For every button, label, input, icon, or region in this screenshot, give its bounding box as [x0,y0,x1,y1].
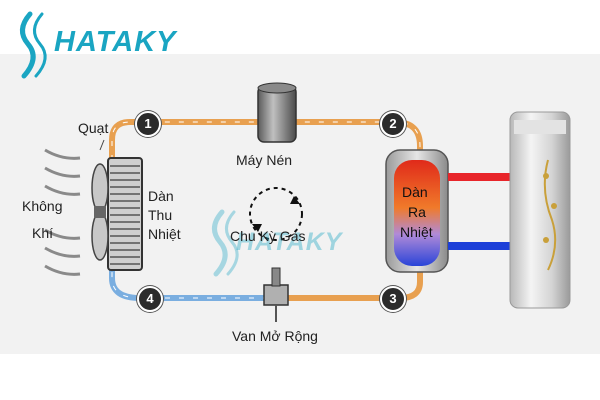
logo-icon [20,11,47,79]
brand-logo: HATAKY [54,26,177,58]
cold-pipe [109,268,268,301]
point-1: 1 [135,111,161,137]
watermark: HATAKY [236,228,343,256]
cycle-arrowheads [252,196,300,232]
air-label-line1: Không [22,198,63,214]
fan-icon [91,139,109,261]
point-4: 4 [137,286,163,312]
evaporator-coil [107,157,143,271]
gas-cycle-icon [249,187,303,241]
condenser-tank [385,149,449,273]
air-label-line2: Khí [32,225,54,241]
point-2: 2 [380,111,406,137]
expansion-valve-label: Van Mở Rộng [232,328,318,344]
evaporator-label-line3: Nhiệt [148,226,181,242]
watermark-icon [212,209,239,277]
fan-label: Quạt [78,120,109,136]
compressor-icon [257,82,297,143]
expansion-valve-icon [263,267,289,322]
gas-cycle-label: Chu Kỳ Gas [230,228,306,244]
compressor-label: Máy Nén [236,152,293,168]
water-storage-cylinder [509,111,571,309]
evaporator-label-line2: Thu [148,207,173,223]
airflow-arrows [44,148,81,276]
condenser-label-line1: Dàn [402,184,428,200]
evaporator-label-line1: Dàn [148,188,174,204]
condenser-label-line2: Ra [408,204,426,220]
condenser-label-line3: Nhiệt [400,224,433,240]
point-3: 3 [380,286,406,312]
